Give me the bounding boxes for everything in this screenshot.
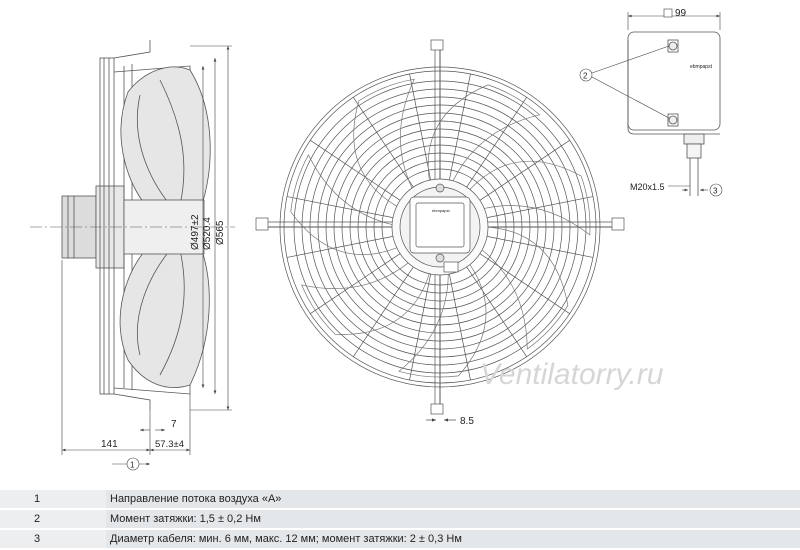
guard-spoke: [487, 196, 594, 218]
fan-blade: [481, 226, 569, 350]
dim-depth-total: 141: [101, 439, 118, 450]
watermark: Ventilatorry.ru: [480, 358, 664, 391]
legend-num: 1: [0, 490, 106, 510]
legend-text: Направление потока воздуха «A»: [106, 490, 800, 510]
legend-num: 2: [0, 509, 106, 530]
dim-dia-inner: Ø497±2: [190, 214, 201, 250]
guard-spoke: [449, 274, 471, 381]
terminal-box-front: [409, 196, 471, 254]
mount-foot-left: [255, 217, 269, 231]
dim-depth-front: 57.3±4: [155, 439, 184, 450]
fan-blade: [290, 154, 397, 255]
legend-table: 1 Направление потока воздуха «A» 2 Момен…: [0, 490, 800, 550]
screw-top: [668, 41, 678, 51]
legend-text: Диаметр кабеля: мин. 6 мм, макс. 12 мм; …: [106, 529, 800, 550]
guard-spoke: [449, 73, 471, 180]
callout-3: 3: [713, 187, 718, 196]
guard-spoke: [479, 253, 570, 314]
side-guard-rail: [99, 57, 115, 395]
callout-1: 1: [130, 461, 135, 470]
legend-row: 1 Направление потока воздуха «A»: [0, 490, 800, 510]
side-view: [30, 40, 235, 410]
terminal-box-view: [579, 8, 723, 197]
fan-blade: [398, 264, 487, 378]
front-view: [255, 39, 625, 422]
guard-spoke: [353, 97, 414, 188]
fan-blade: [469, 160, 591, 236]
guard-spoke: [466, 266, 527, 357]
hub-brand-mark: ebmpapst: [432, 208, 450, 213]
callout-1-circle: [126, 457, 140, 471]
dim-dia-mid: Ø520.4: [202, 217, 213, 250]
guard-spoke: [310, 253, 401, 314]
guard-spoke: [409, 274, 431, 381]
mount-foot-top: [430, 39, 444, 51]
guard-spoke: [487, 236, 594, 258]
guard-spoke: [353, 266, 414, 357]
dim-box-width: 99: [675, 8, 687, 19]
fan-blade: [427, 84, 541, 181]
dim-hole-width: 8.5: [460, 416, 474, 427]
guard-spokes: [286, 73, 594, 381]
guard-spoke: [479, 140, 570, 201]
mount-foot-bottom: [430, 403, 444, 415]
fan-blade: [301, 262, 430, 335]
guard-spoke: [466, 97, 527, 188]
dim-offset-small: 7: [171, 419, 177, 430]
legend-num: 3: [0, 529, 106, 550]
guard-spoke: [310, 140, 401, 201]
dim-dia-outer: Ø565: [215, 220, 226, 245]
guard-spoke: [409, 73, 431, 180]
dim-cable-gland: M20x1.5: [630, 182, 665, 192]
upper-blade: [120, 66, 211, 211]
side-dimensions: [61, 45, 232, 471]
fan-blade: [353, 78, 415, 207]
cable-gland: [683, 133, 705, 145]
lower-blade: [119, 244, 210, 388]
box-brand-mark: ebmpapst: [690, 64, 713, 70]
guard-spoke: [286, 236, 393, 258]
fan-blades: [290, 78, 591, 378]
callout-2: 2: [583, 72, 588, 81]
technical-drawing: Ø497±2 Ø520.4 Ø565 7 141 57.3±4 1: [30, 8, 723, 471]
guard-spoke: [286, 196, 393, 218]
legend-text: Момент затяжки: 1,5 ± 0,2 Нм: [106, 509, 800, 530]
screw-bottom: [668, 115, 678, 125]
legend-row: 3 Диаметр кабеля: мин. 6 мм, макс. 12 мм…: [0, 529, 800, 550]
mount-foot-right: [611, 217, 625, 231]
legend-row: 2 Момент затяжки: 1,5 ± 0,2 Нм: [0, 509, 800, 530]
